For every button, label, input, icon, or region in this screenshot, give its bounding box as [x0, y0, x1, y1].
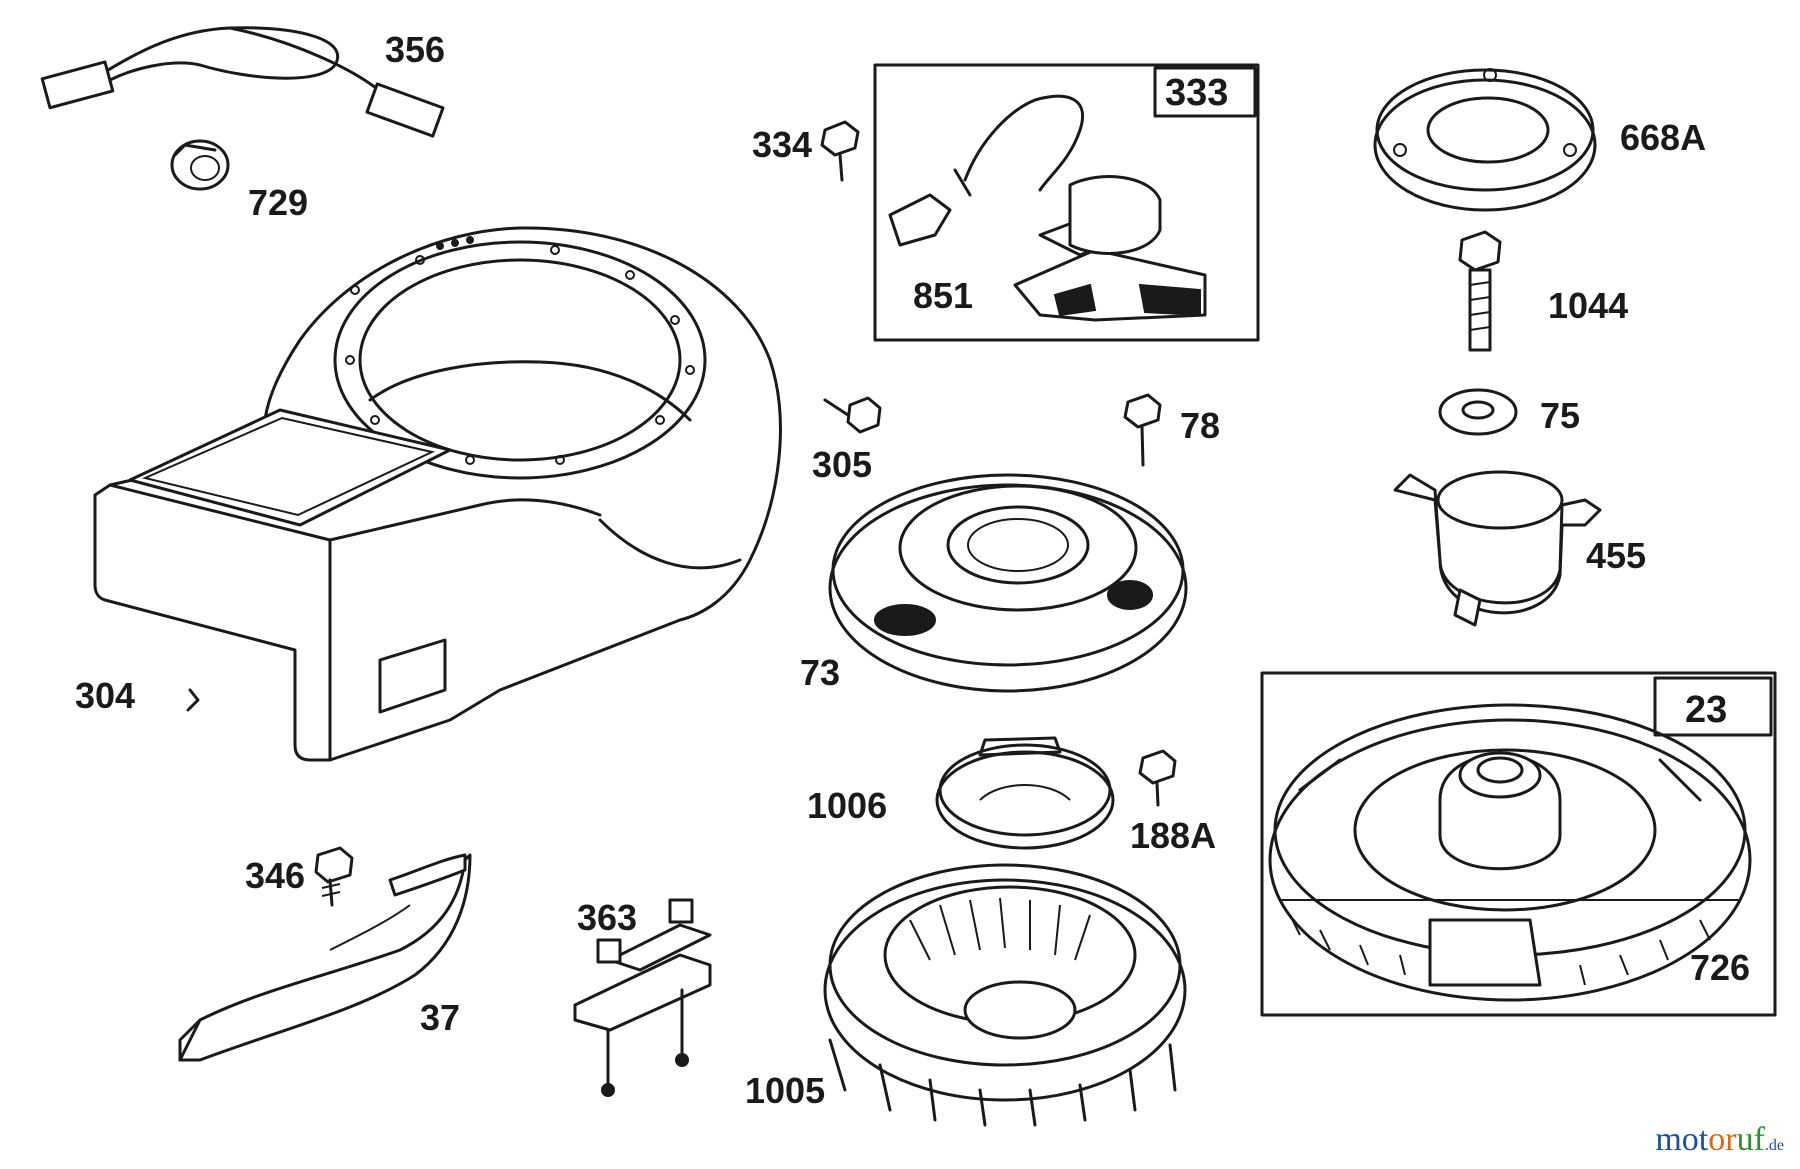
- label-78: 78: [1180, 405, 1220, 446]
- label-726: 726: [1690, 947, 1750, 988]
- part-37-air-guide: [178, 853, 472, 1062]
- part-1006-ratchet: [935, 736, 1115, 850]
- label-75: 75: [1540, 395, 1580, 436]
- part-851-armature: [888, 94, 1207, 322]
- label-305: 305: [812, 444, 872, 485]
- part-726-flywheel: [1268, 703, 1752, 1002]
- label-363: 363: [577, 897, 637, 938]
- label-box-333: 333: [1165, 72, 1228, 114]
- label-334: 334: [752, 124, 812, 165]
- part-304-blower-housing: [93, 226, 782, 762]
- part-78-bolt: [1123, 393, 1162, 467]
- part-73-rotating-screen: [828, 473, 1188, 693]
- label-729: 729: [248, 182, 308, 223]
- label-304: 304: [75, 675, 135, 716]
- label-1005: 1005: [745, 1070, 825, 1111]
- part-668a-cover: [1373, 68, 1597, 212]
- part-1005-fan: [823, 863, 1187, 1127]
- label-851: 851: [913, 275, 973, 316]
- label-1044: 1044: [1548, 285, 1628, 326]
- part-356-wire-harness: [40, 26, 445, 138]
- box-23-frame: [1260, 671, 1777, 1017]
- part-729-grommet: [170, 139, 230, 191]
- part-346-bolt: [314, 846, 354, 907]
- label-346: 346: [245, 855, 305, 896]
- label-box-23: 23: [1685, 689, 1727, 731]
- box-333-label-frame: [1153, 66, 1257, 118]
- label-668a: 668A: [1620, 117, 1706, 158]
- part-363-bracket: [573, 898, 712, 1097]
- part-188a-bolt: [1138, 749, 1177, 807]
- label-37: 37: [420, 997, 460, 1038]
- part-334-bolt: [820, 120, 860, 182]
- watermark-logo: motoruf.de: [1655, 1121, 1784, 1158]
- part-305-screw: [823, 396, 882, 434]
- part-1044-bolt: [1458, 230, 1502, 352]
- part-455-starter-cup: [1393, 470, 1602, 627]
- label-356: 356: [385, 29, 445, 70]
- label-1006: 1006: [807, 785, 887, 826]
- box-23-label-frame: [1653, 676, 1773, 737]
- label-188a: 188A: [1130, 815, 1216, 856]
- label-455: 455: [1586, 535, 1646, 576]
- box-333-frame: [873, 63, 1260, 342]
- part-75-washer: [1438, 388, 1518, 436]
- label-73: 73: [800, 652, 840, 693]
